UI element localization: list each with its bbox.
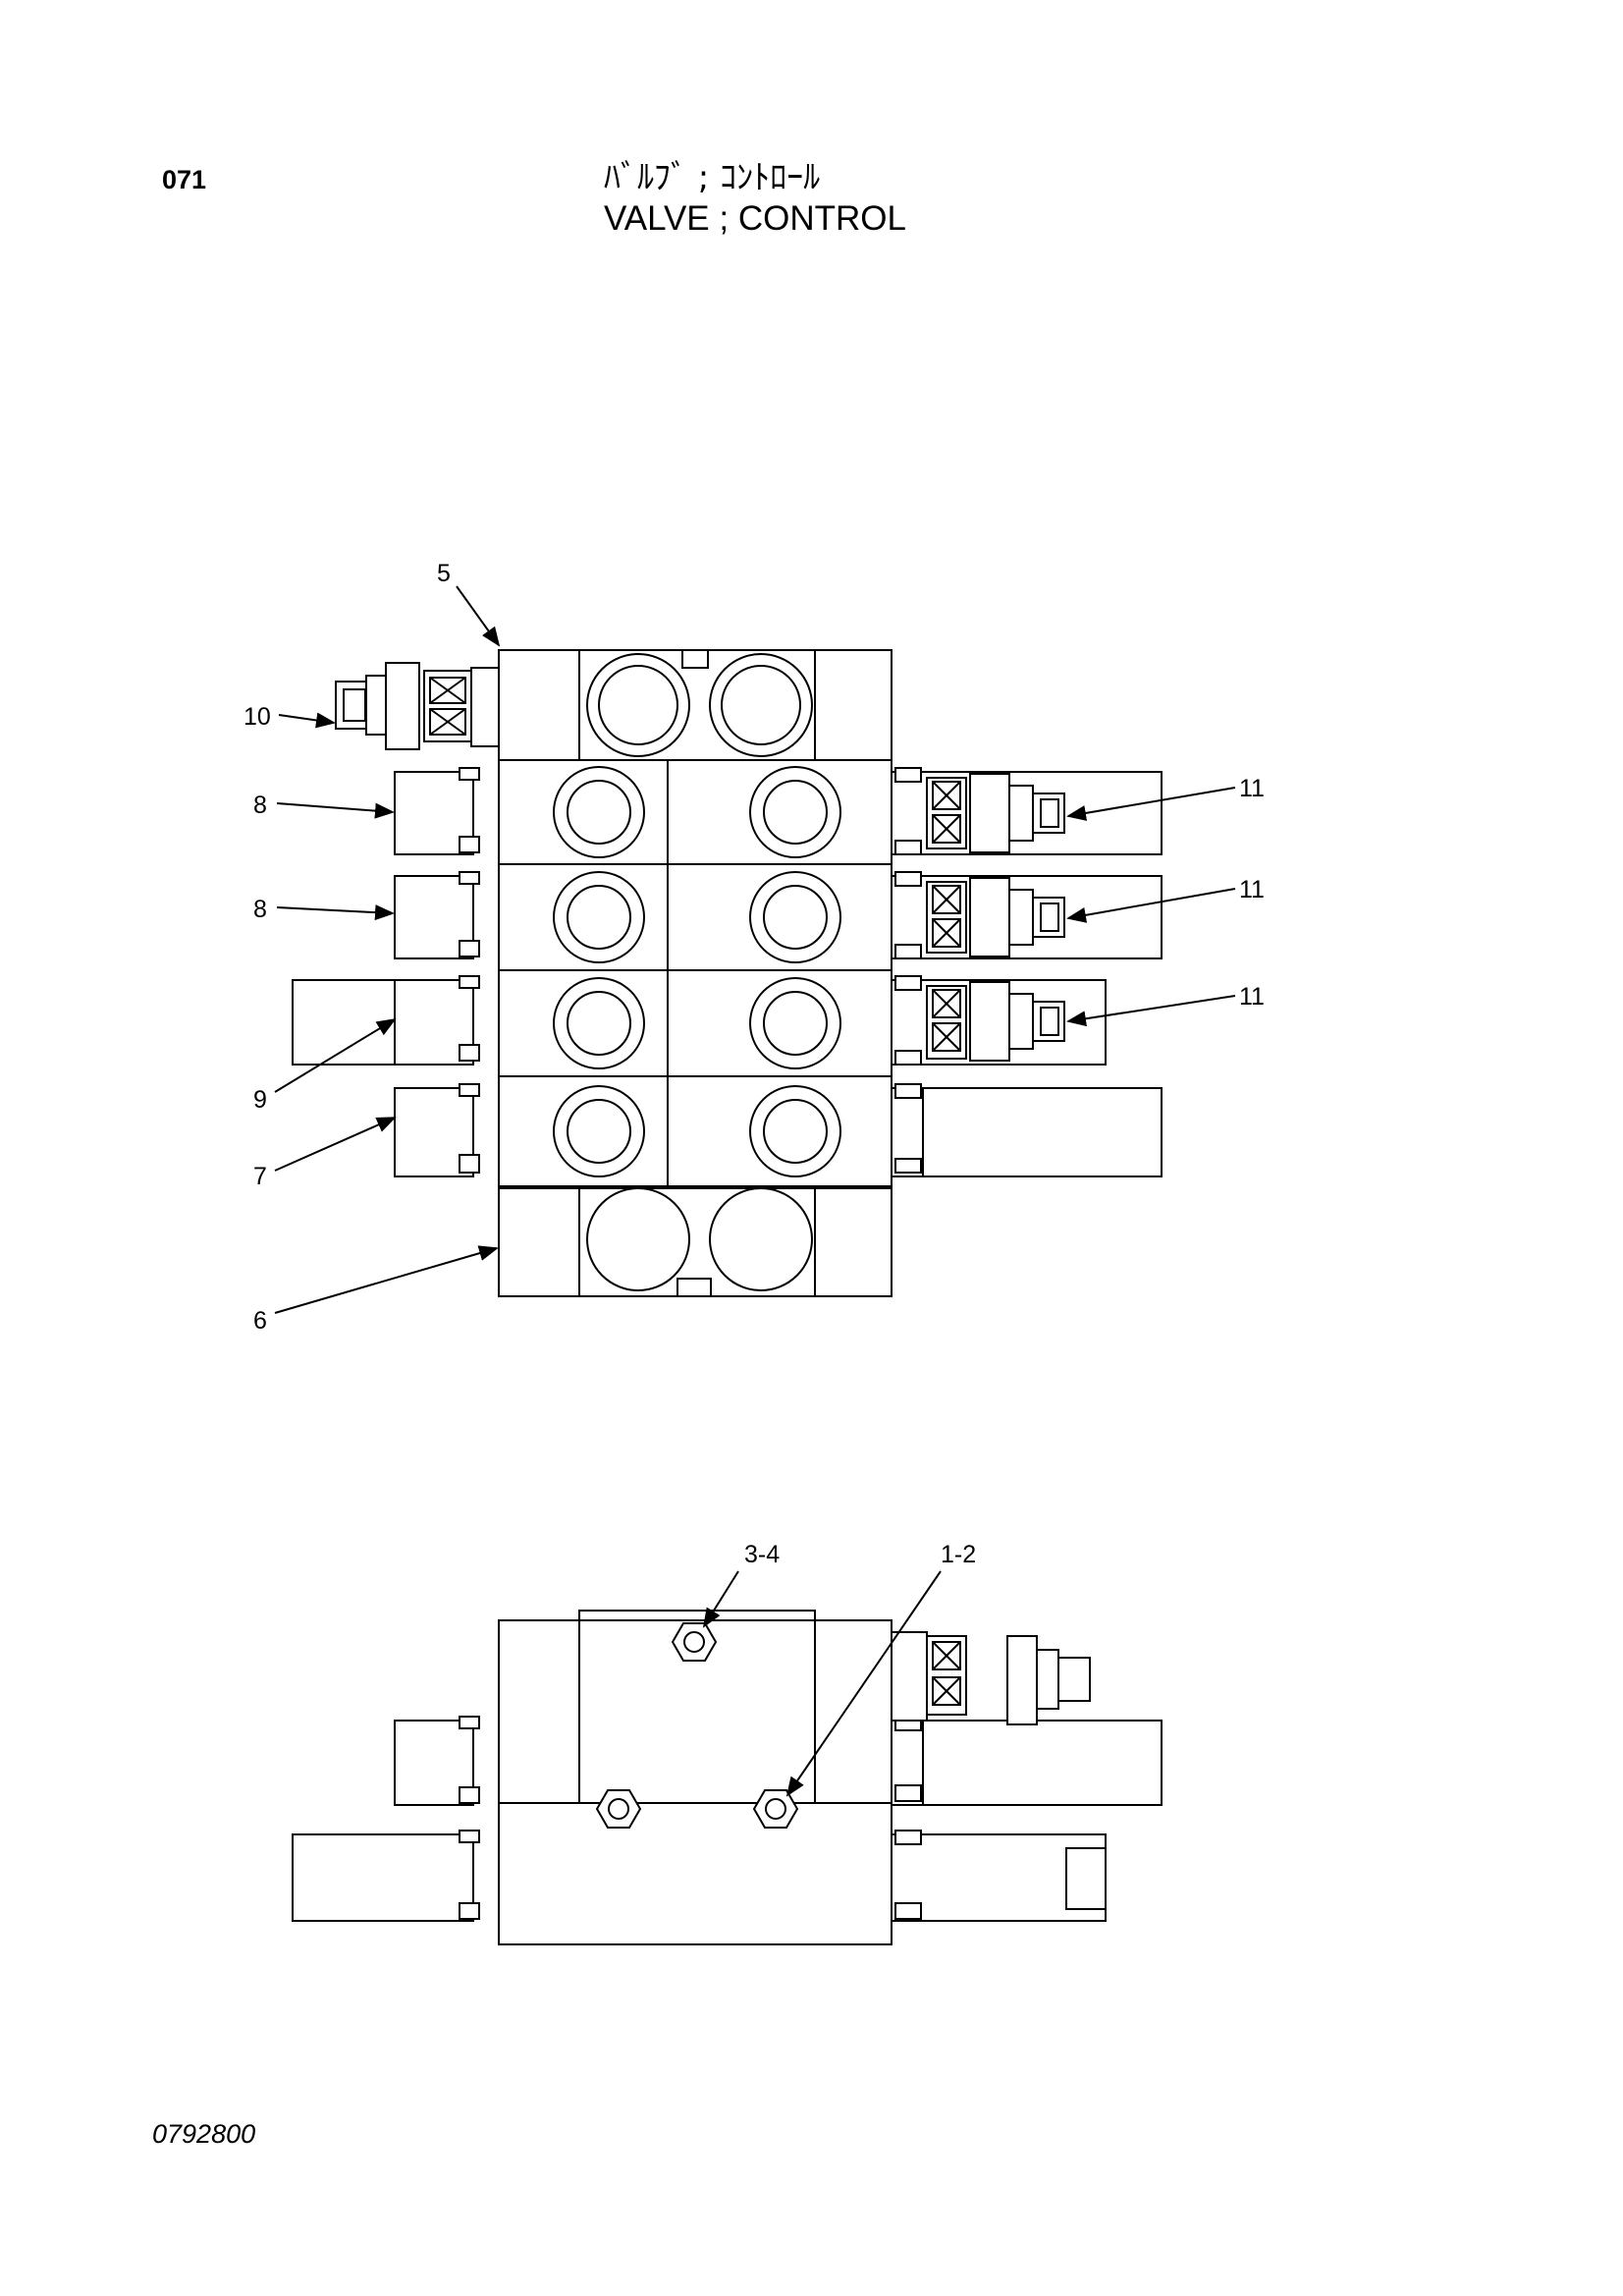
svg-text:9: 9 — [253, 1086, 267, 1114]
side-view: 3-4 1-2 — [292, 1541, 1163, 1945]
document-id: 0792800 — [152, 2119, 256, 2149]
svg-text:5: 5 — [437, 560, 451, 587]
svg-text:10: 10 — [243, 703, 271, 731]
svg-text:8: 8 — [253, 792, 267, 819]
spool-section-4 — [394, 1075, 1163, 1187]
plug-1-2-right — [752, 1789, 799, 1829]
callout-10: 10 — [243, 703, 336, 731]
callout-11-middle: 11 — [1066, 876, 1265, 923]
callout-3-4: 3-4 — [702, 1541, 780, 1628]
callout-8-lower: 8 — [253, 896, 395, 923]
svg-text:11: 11 — [1239, 983, 1265, 1011]
callout-11-lower: 11 — [1066, 983, 1265, 1027]
callout-9: 9 — [253, 1017, 397, 1114]
relief-valve-left — [335, 662, 500, 750]
title-english: VALVE ; CONTROL — [604, 199, 906, 238]
svg-text:11: 11 — [1239, 775, 1265, 802]
top-cap — [498, 649, 893, 761]
svg-text:8: 8 — [253, 896, 267, 923]
bottom-cap — [498, 1185, 893, 1297]
top-view: 5 10 8 8 9 7 6 11 — [243, 560, 1265, 1335]
spool-section-2 — [394, 863, 1163, 971]
page-number: 071 — [162, 165, 207, 194]
spool-section-1 — [394, 759, 1163, 865]
svg-text:3-4: 3-4 — [744, 1541, 780, 1568]
plug-3-4 — [671, 1622, 718, 1662]
svg-text:11: 11 — [1239, 876, 1265, 903]
title-japanese: ﾊﾞﾙﾌﾞ ; ｺﾝﾄﾛｰﾙ — [604, 158, 821, 197]
svg-text:7: 7 — [253, 1163, 267, 1190]
svg-text:1-2: 1-2 — [941, 1541, 976, 1568]
callout-7: 7 — [253, 1117, 397, 1190]
callout-5: 5 — [437, 560, 501, 647]
callout-11-upper: 11 — [1066, 775, 1265, 821]
plug-1-2-left — [595, 1789, 642, 1829]
callout-6: 6 — [253, 1245, 499, 1335]
callout-1-2: 1-2 — [785, 1541, 976, 1797]
svg-text:6: 6 — [253, 1307, 267, 1335]
callout-8-upper: 8 — [253, 792, 395, 819]
spool-section-3 — [292, 969, 1107, 1077]
